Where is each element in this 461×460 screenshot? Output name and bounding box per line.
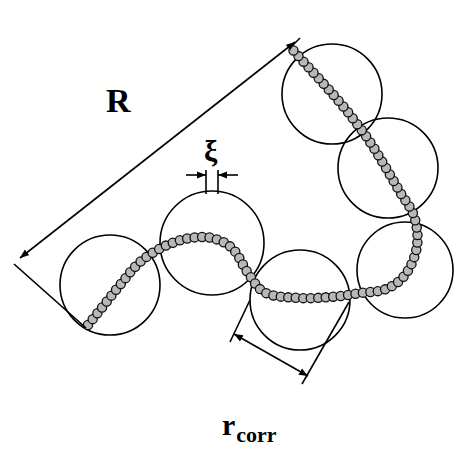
blob-circles (60, 44, 453, 350)
dimension-line (20, 42, 295, 258)
blob-circle (282, 44, 382, 144)
blob-circle (250, 250, 350, 350)
dimension-line (234, 334, 308, 376)
extension-line (217, 170, 219, 194)
monomer-bead (289, 46, 298, 55)
dimension-label: R (106, 84, 131, 118)
extension-line (302, 302, 349, 384)
extension-line (230, 300, 250, 342)
extension-line (205, 170, 207, 194)
chain-backbone (88, 50, 418, 325)
subscript-label: corr (236, 424, 276, 446)
blob-circle (338, 118, 438, 218)
dimension-marks (14, 38, 349, 384)
extension-line (292, 38, 300, 46)
dimension-label: r (222, 410, 235, 440)
dimension-arrow (186, 174, 206, 176)
blob-circle (60, 235, 160, 335)
polymer-chain (83, 46, 422, 330)
dimension-arrow (218, 174, 238, 176)
blob-circle (160, 191, 264, 295)
blob-circle (357, 222, 453, 318)
extension-line (14, 264, 86, 328)
dimension-label: ξ (204, 136, 217, 166)
